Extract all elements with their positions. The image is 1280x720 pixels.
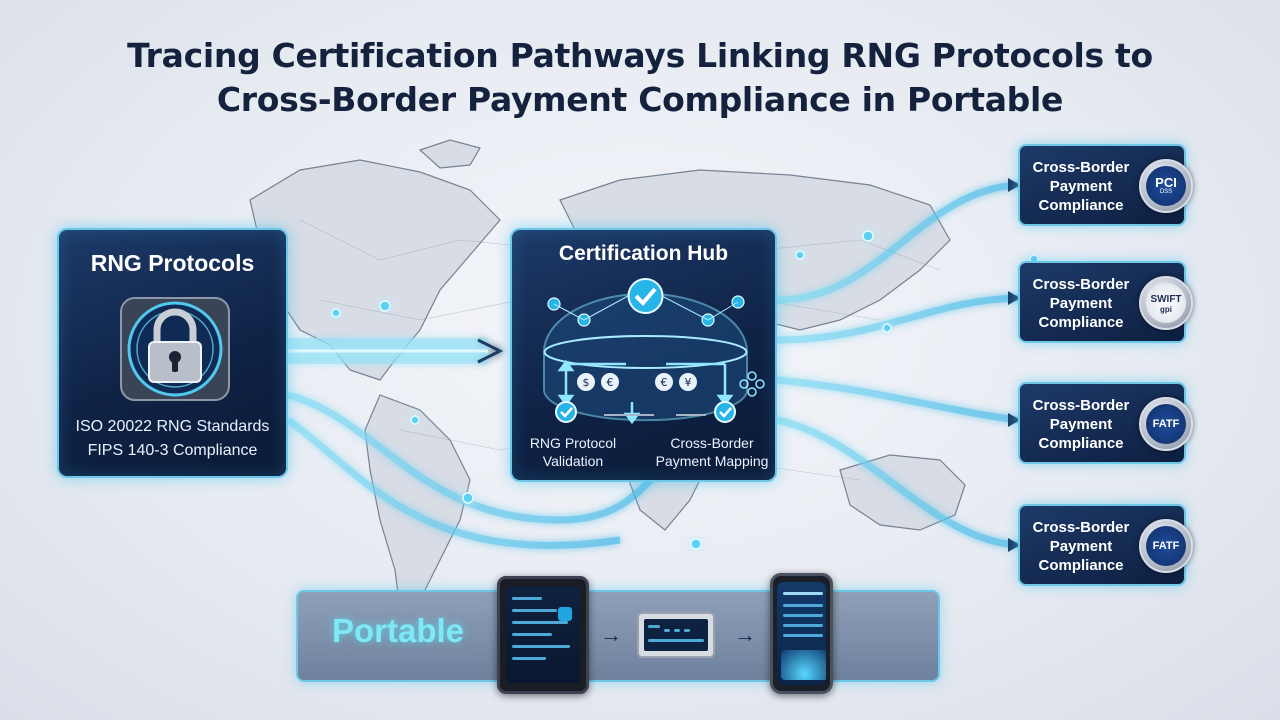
swift-gpi-seal-icon: SWIFT gpi bbox=[1139, 276, 1193, 330]
output-label-line: Compliance bbox=[1038, 314, 1124, 331]
certification-hub-panel[interactable]: Certification Hub $ € € ¥ bbox=[510, 228, 777, 482]
flow-curves bbox=[286, 181, 1019, 549]
currency-symbol: ¥ bbox=[685, 376, 692, 389]
smartphone-icon[interactable] bbox=[770, 573, 833, 694]
rng-standard-line: ISO 20022 RNG Standards bbox=[75, 418, 270, 435]
hub-left-caption-line: Validation bbox=[542, 453, 604, 469]
output-compliance-box-fatf-1[interactable]: Cross-Border Payment Compliance FATF bbox=[1018, 382, 1193, 464]
tablet-screen bbox=[506, 587, 580, 683]
seal-sub-text: DSS bbox=[1159, 189, 1173, 195]
output-label-line: Cross-Border bbox=[1032, 276, 1130, 293]
seal-sub-text: gpi bbox=[1160, 305, 1172, 314]
output-compliance-box-pci[interactable]: Cross-Border Payment Compliance PCI DSS bbox=[1018, 144, 1193, 226]
title-line-1: Tracing Certification Pathways Linking R… bbox=[127, 36, 1153, 75]
output-label-line: Payment bbox=[1049, 178, 1113, 195]
arrow-right-icon: → bbox=[734, 622, 756, 647]
title-line-2: Cross-Border Payment Compliance in Porta… bbox=[216, 80, 1064, 119]
terminal-screen bbox=[644, 619, 708, 651]
output-compliance-box-fatf-2[interactable]: Cross-Border Payment Compliance FATF bbox=[1018, 504, 1193, 586]
rng-compliance-line: FIPS 140-3 Compliance bbox=[87, 442, 258, 459]
tablet-icon[interactable] bbox=[497, 576, 589, 694]
output-label-line: Compliance bbox=[1038, 197, 1124, 214]
padlock-icon bbox=[120, 297, 230, 401]
output-label-line: Payment bbox=[1049, 538, 1113, 555]
output-label-line: Payment bbox=[1049, 416, 1113, 433]
seal-main-text: FATF bbox=[1152, 417, 1180, 430]
seal-main-text: SWIFT bbox=[1150, 294, 1182, 305]
seal-main-text: PCI bbox=[1155, 175, 1177, 190]
checkmark-dome-icon: $ € € ¥ bbox=[543, 278, 765, 425]
output-label-line: Compliance bbox=[1038, 557, 1124, 574]
output-label-line: Compliance bbox=[1038, 435, 1124, 452]
flow-arrowheads bbox=[1008, 178, 1020, 552]
hub-right-caption-line: Payment Mapping bbox=[655, 453, 769, 469]
currency-symbol: € bbox=[661, 376, 668, 389]
hub-left-caption: RNG Protocol Validation bbox=[518, 434, 628, 470]
arrow-right-icon: → bbox=[600, 622, 622, 647]
output-label-line: Cross-Border bbox=[1032, 397, 1130, 414]
seal-main-text: FATF bbox=[1152, 539, 1180, 552]
output-label-line: Payment bbox=[1049, 295, 1113, 312]
pci-dss-seal-icon: PCI DSS bbox=[1139, 159, 1193, 213]
output-compliance-box-swift[interactable]: Cross-Border Payment Compliance SWIFT gp… bbox=[1018, 261, 1193, 343]
currency-symbol: € bbox=[607, 376, 614, 389]
payment-terminal-icon[interactable] bbox=[637, 612, 715, 658]
portable-label: Portable bbox=[332, 612, 465, 649]
hub-right-caption-line: Cross-Border bbox=[670, 435, 754, 451]
rng-panel-title: RNG Protocols bbox=[90, 250, 255, 276]
output-label: Cross-Border Payment Compliance bbox=[1026, 518, 1136, 575]
hub-panel-title: Certification Hub bbox=[558, 242, 729, 265]
flow-rng-to-hub bbox=[288, 338, 504, 364]
rng-protocols-panel[interactable]: RNG Protocols ISO 20022 RNG Standards FI… bbox=[57, 228, 288, 478]
output-label: Cross-Border Payment Compliance bbox=[1026, 275, 1136, 332]
phone-screen bbox=[777, 582, 826, 685]
hub-right-caption: Cross-Border Payment Mapping bbox=[648, 434, 776, 470]
fatf-seal-icon: FATF bbox=[1139, 519, 1193, 573]
output-label: Cross-Border Payment Compliance bbox=[1026, 396, 1136, 453]
currency-symbol: $ bbox=[583, 376, 590, 389]
fatf-seal-icon: FATF bbox=[1139, 397, 1193, 451]
output-label: Cross-Border Payment Compliance bbox=[1026, 158, 1136, 215]
output-label-line: Cross-Border bbox=[1032, 159, 1130, 176]
output-label-line: Cross-Border bbox=[1032, 519, 1130, 536]
hub-left-caption-line: RNG Protocol bbox=[529, 435, 617, 451]
map-node-dots bbox=[331, 230, 1039, 550]
page-title: Tracing Certification Pathways Linking R… bbox=[0, 34, 1280, 122]
